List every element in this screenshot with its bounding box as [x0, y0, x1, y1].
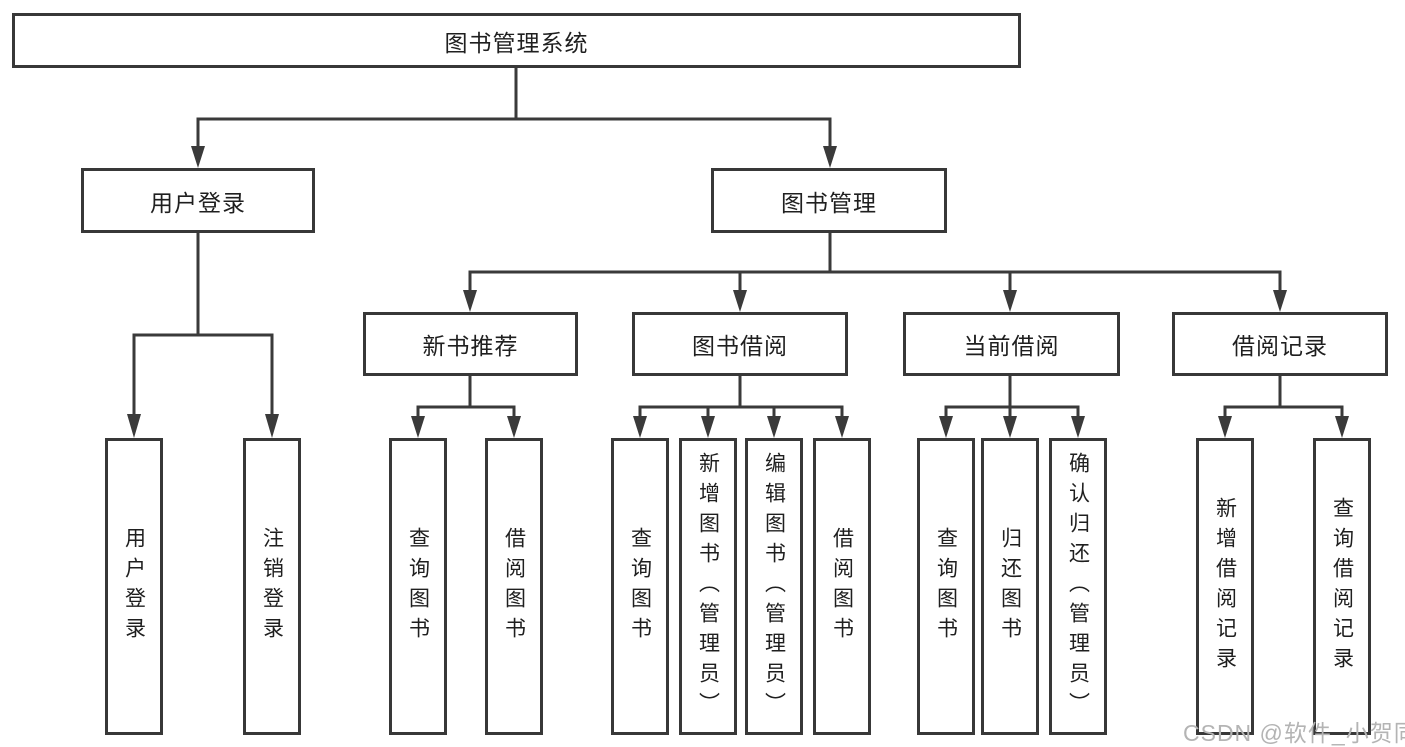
leaf-edit-books-admin: 编辑图书（管理员） — [745, 438, 803, 735]
leaf-borrow-books-recommend: 借阅图书 — [485, 438, 543, 735]
leaf-borrow-books-label: 借阅图书 — [830, 526, 854, 647]
node-new-book-recommend: 新书推荐 — [363, 312, 578, 376]
node-current-borrow: 当前借阅 — [903, 312, 1120, 376]
leaf-return-books: 归还图书 — [981, 438, 1039, 735]
node-user-login-label: 用户登录 — [150, 189, 246, 216]
node-current-borrow-label: 当前借阅 — [963, 333, 1060, 359]
node-root-label: 图书管理系统 — [444, 29, 589, 56]
leaf-query-borrow-record-label: 查询借阅记录 — [1330, 496, 1354, 677]
leaf-add-books-admin: 新增图书（管理员） — [679, 438, 737, 735]
node-new-book-recommend-label: 新书推荐 — [422, 333, 519, 359]
watermark: CSDN @软件_小贺同学 — [1183, 720, 1405, 746]
leaf-query-books-current: 查询图书 — [917, 438, 975, 735]
leaf-query-borrow-record: 查询借阅记录 — [1313, 438, 1371, 735]
leaf-confirm-return-admin: 确认归还（管理员） — [1049, 438, 1107, 735]
leaf-add-books-admin-label: 新增图书（管理员） — [696, 451, 720, 722]
leaf-query-books-recommend-label: 查询图书 — [406, 526, 430, 647]
leaf-borrow-books-recommend-label: 借阅图书 — [502, 526, 526, 647]
leaf-edit-books-admin-label: 编辑图书（管理员） — [762, 451, 786, 722]
leaf-return-books-label: 归还图书 — [998, 526, 1022, 647]
leaf-logout-label: 注销登录 — [260, 526, 284, 647]
leaf-query-books-current-label: 查询图书 — [934, 526, 958, 647]
node-borrow-records: 借阅记录 — [1172, 312, 1388, 376]
node-user-login: 用户登录 — [81, 168, 315, 233]
leaf-borrow-books: 借阅图书 — [813, 438, 871, 735]
node-root: 图书管理系统 — [12, 13, 1021, 68]
leaf-query-books-borrow: 查询图书 — [611, 438, 669, 735]
leaf-user-login: 用户登录 — [105, 438, 163, 735]
leaf-add-borrow-record-label: 新增借阅记录 — [1213, 496, 1237, 677]
leaf-logout: 注销登录 — [243, 438, 301, 735]
node-book-management: 图书管理 — [711, 168, 947, 233]
leaf-query-books-recommend: 查询图书 — [389, 438, 447, 735]
node-borrow-records-label: 借阅记录 — [1232, 333, 1328, 359]
leaf-confirm-return-admin-label: 确认归还（管理员） — [1066, 451, 1090, 722]
leaf-query-books-borrow-label: 查询图书 — [628, 526, 652, 647]
node-book-borrow: 图书借阅 — [632, 312, 848, 376]
node-book-management-label: 图书管理 — [781, 189, 877, 216]
node-book-borrow-label: 图书借阅 — [692, 333, 788, 359]
leaf-user-login-label: 用户登录 — [122, 526, 146, 647]
leaf-add-borrow-record: 新增借阅记录 — [1196, 438, 1254, 735]
